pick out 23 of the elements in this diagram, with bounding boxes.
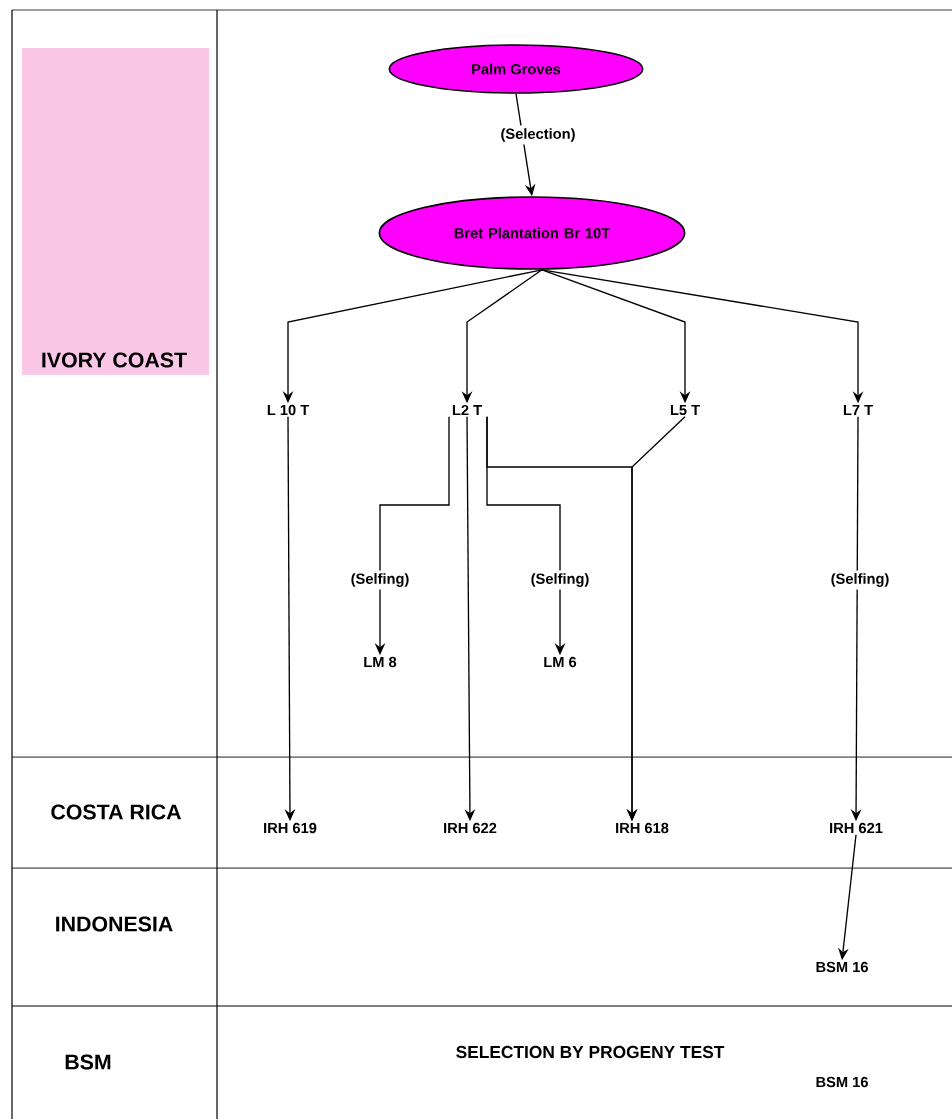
ellipse-node: Palm Groves: [388, 44, 644, 94]
node-label: IRH 621: [830, 822, 883, 834]
region-label: INDONESIA: [56, 916, 173, 932]
edge-label: (Selection): [497, 125, 579, 145]
ellipse-node: Bret Plantation Br 10T: [378, 196, 686, 270]
node-label: L2 T: [452, 404, 482, 416]
node-label: BSM 16: [816, 961, 868, 973]
node-label: L 10 T: [267, 404, 310, 416]
region-label: BSM 16: [816, 1076, 868, 1088]
node-label: IRH 618: [616, 822, 669, 834]
node-label: LM 6: [544, 656, 577, 668]
node-label: L5 T: [670, 404, 700, 416]
node-label: LM 8: [364, 656, 397, 668]
node-label: L7 T: [843, 404, 873, 416]
region-label: COSTA RICA: [51, 804, 181, 820]
edge-label: (Selfing): [828, 570, 892, 590]
node-label: IRH 619: [264, 822, 317, 834]
region-label: BSM: [65, 1054, 111, 1070]
edge-label: (Selfing): [528, 570, 592, 590]
region-label: SELECTION BY PROGENY TEST: [456, 1045, 725, 1059]
node-label: IRH 622: [444, 822, 497, 834]
region-band: IVORY COAST: [22, 48, 209, 375]
edge-label: (Selfing): [348, 570, 412, 590]
